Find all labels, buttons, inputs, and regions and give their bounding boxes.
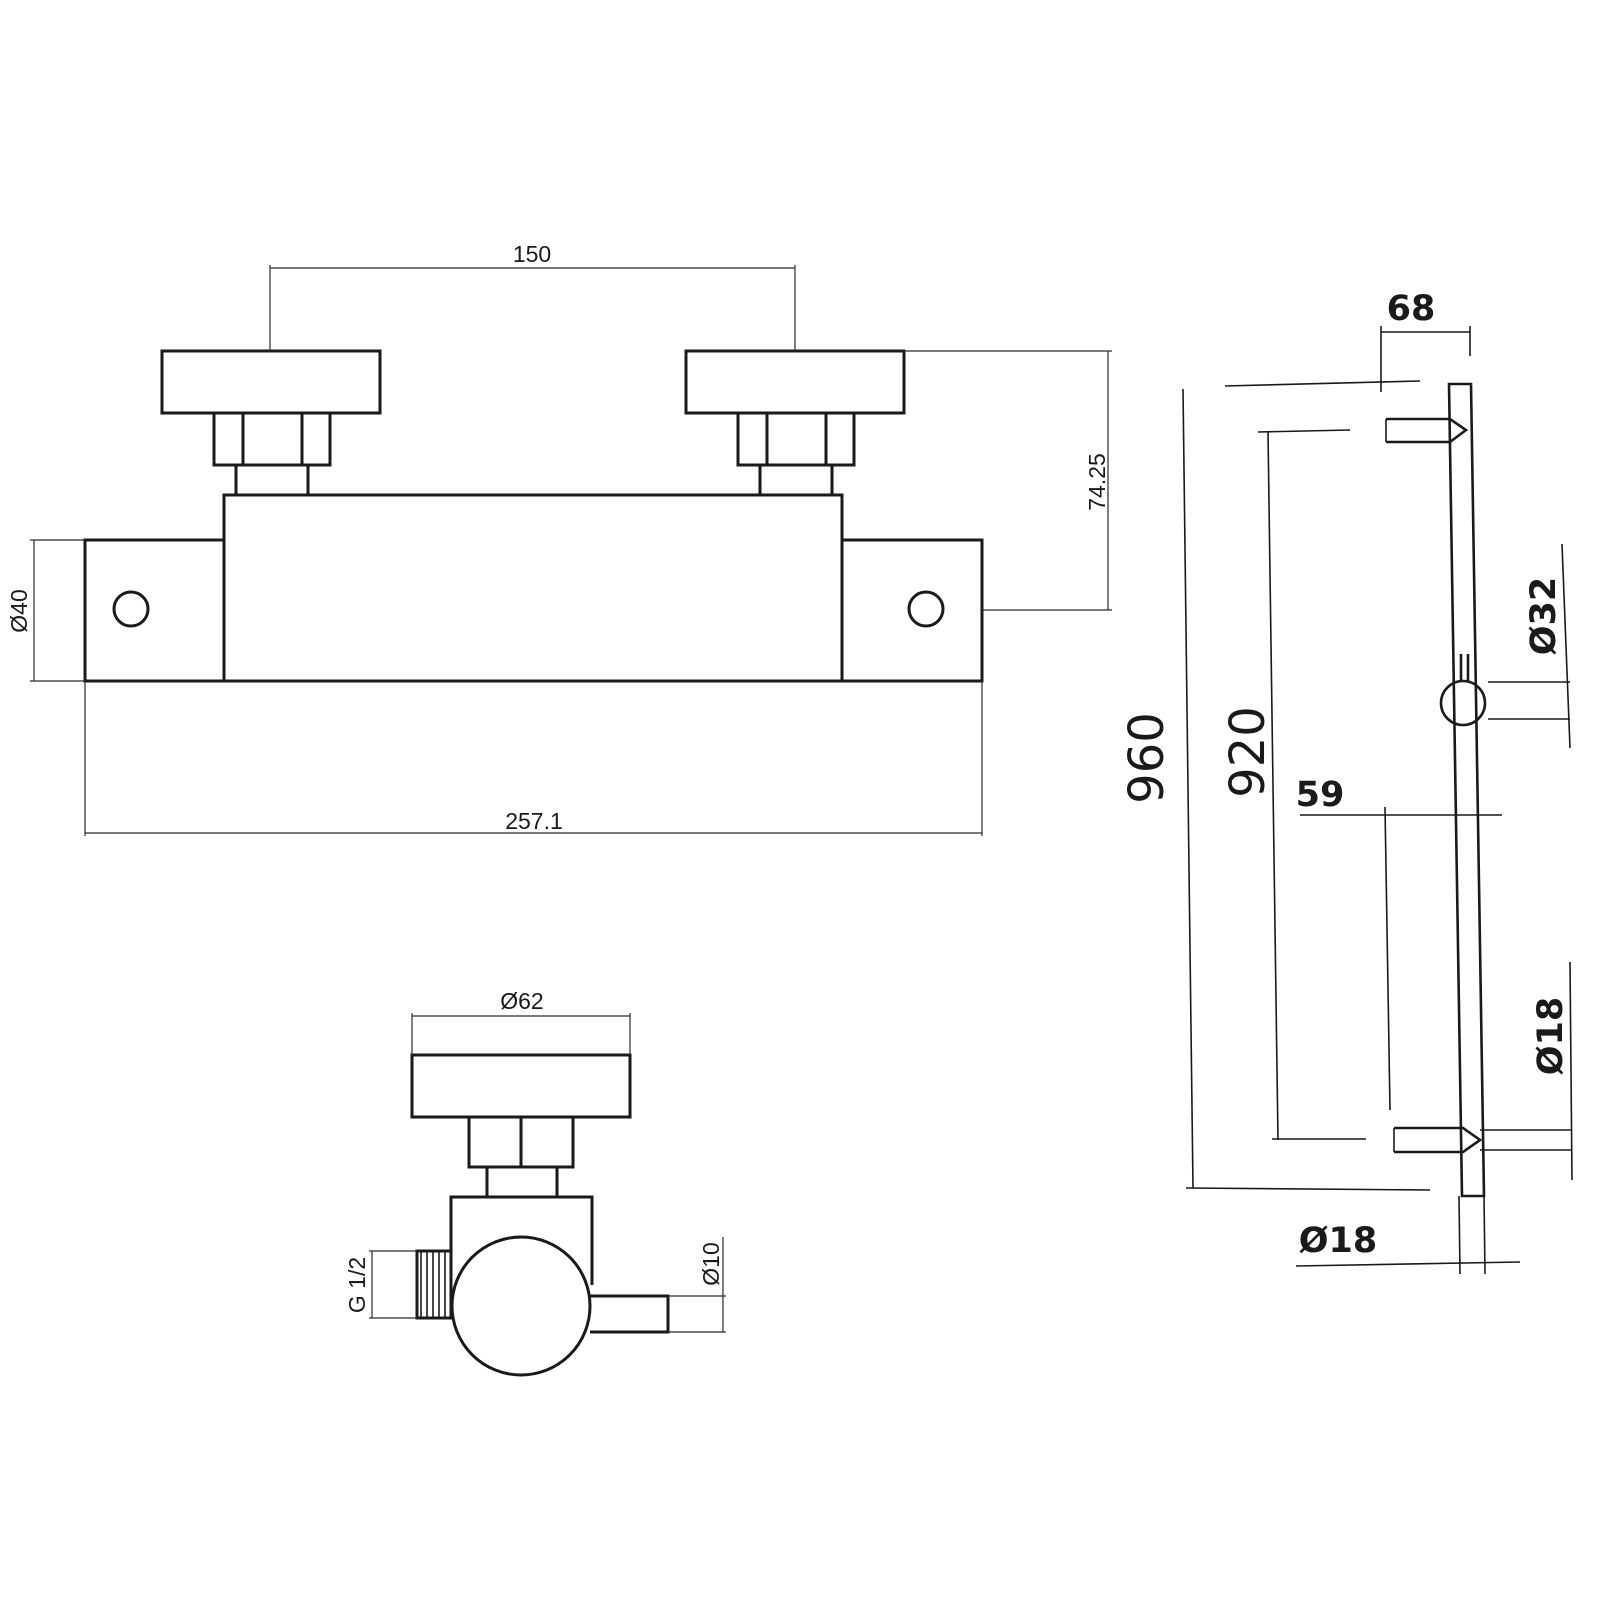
side-body-round: [450, 1235, 592, 1377]
right-nut: [736, 411, 856, 497]
dimension-spacing: 150: [269, 241, 796, 351]
bottom-wall-bracket: [1393, 1126, 1483, 1154]
right-end-cap: [840, 538, 984, 683]
overall-length-label: 257.1: [505, 808, 563, 834]
mixer-side-view: Ø62 G 1/2 Ø10: [344, 988, 726, 1377]
dimension-body-diameter: Ø40: [6, 539, 85, 682]
left-end-cap: [83, 538, 226, 683]
body-diameter-label: Ø40: [6, 589, 32, 632]
dimension-rail-diameter-side: Ø18: [1480, 961, 1573, 1181]
side-body: [449, 1195, 594, 1285]
left-nut: [212, 411, 332, 497]
slider-diameter-label: Ø32: [1524, 577, 1564, 655]
rail-pipe: [1447, 382, 1486, 1198]
right-knob: [684, 349, 906, 415]
side-knob: [410, 1053, 632, 1119]
top-wall-bracket: [1385, 417, 1469, 444]
dimension-slider-diameter: Ø32: [1488, 543, 1571, 749]
bracket-spacing-label: 920: [1220, 706, 1276, 798]
rail-diameter-bottom-label: Ø18: [1299, 1221, 1377, 1261]
dimension-height: 74.25: [904, 350, 1112, 611]
overall-height-label: 960: [1119, 712, 1175, 804]
mixer-body: [222, 493, 844, 683]
dimension-inlet-thread: G 1/2: [344, 1250, 417, 1319]
spacing-label: 150: [513, 241, 551, 267]
side-nut: [467, 1115, 575, 1199]
bracket-depth-label: 68: [1387, 289, 1436, 329]
inlet-thread-label: G 1/2: [344, 1257, 370, 1313]
left-fixing-hole: [112, 590, 150, 628]
dimension-outlet-diameter: Ø10: [668, 1237, 726, 1333]
outlet-diameter-label: Ø10: [698, 1242, 724, 1285]
dimension-knob-diameter: Ø62: [411, 988, 631, 1055]
slider-ball: [1439, 679, 1487, 727]
height-label: 74.25: [1084, 453, 1110, 511]
dimension-rail-diameter-bottom: Ø18: [1295, 1195, 1521, 1275]
dimension-slider-offset: 59: [1296, 775, 1502, 1111]
dimension-bracket-spacing: 920: [1220, 429, 1366, 1141]
knob-diameter-label: Ø62: [500, 988, 543, 1014]
dimension-overall-height: 960: [1119, 388, 1431, 1191]
outlet-pipe: [590, 1294, 670, 1334]
slide-rail-view: 68 960 920 Ø32 59: [1119, 289, 1573, 1275]
right-fixing-hole: [907, 590, 945, 628]
rail-diameter-side-label: Ø18: [1531, 997, 1571, 1075]
slider-offset-label: 59: [1296, 775, 1345, 815]
dimension-overall-length: 257.1: [84, 681, 983, 836]
left-knob: [160, 349, 382, 415]
dimension-bracket-depth: 68: [1224, 289, 1471, 392]
inlet-thread-fitting: [415, 1249, 453, 1320]
mixer-front-view: 150 74.25 Ø40 257.1: [6, 241, 1112, 836]
